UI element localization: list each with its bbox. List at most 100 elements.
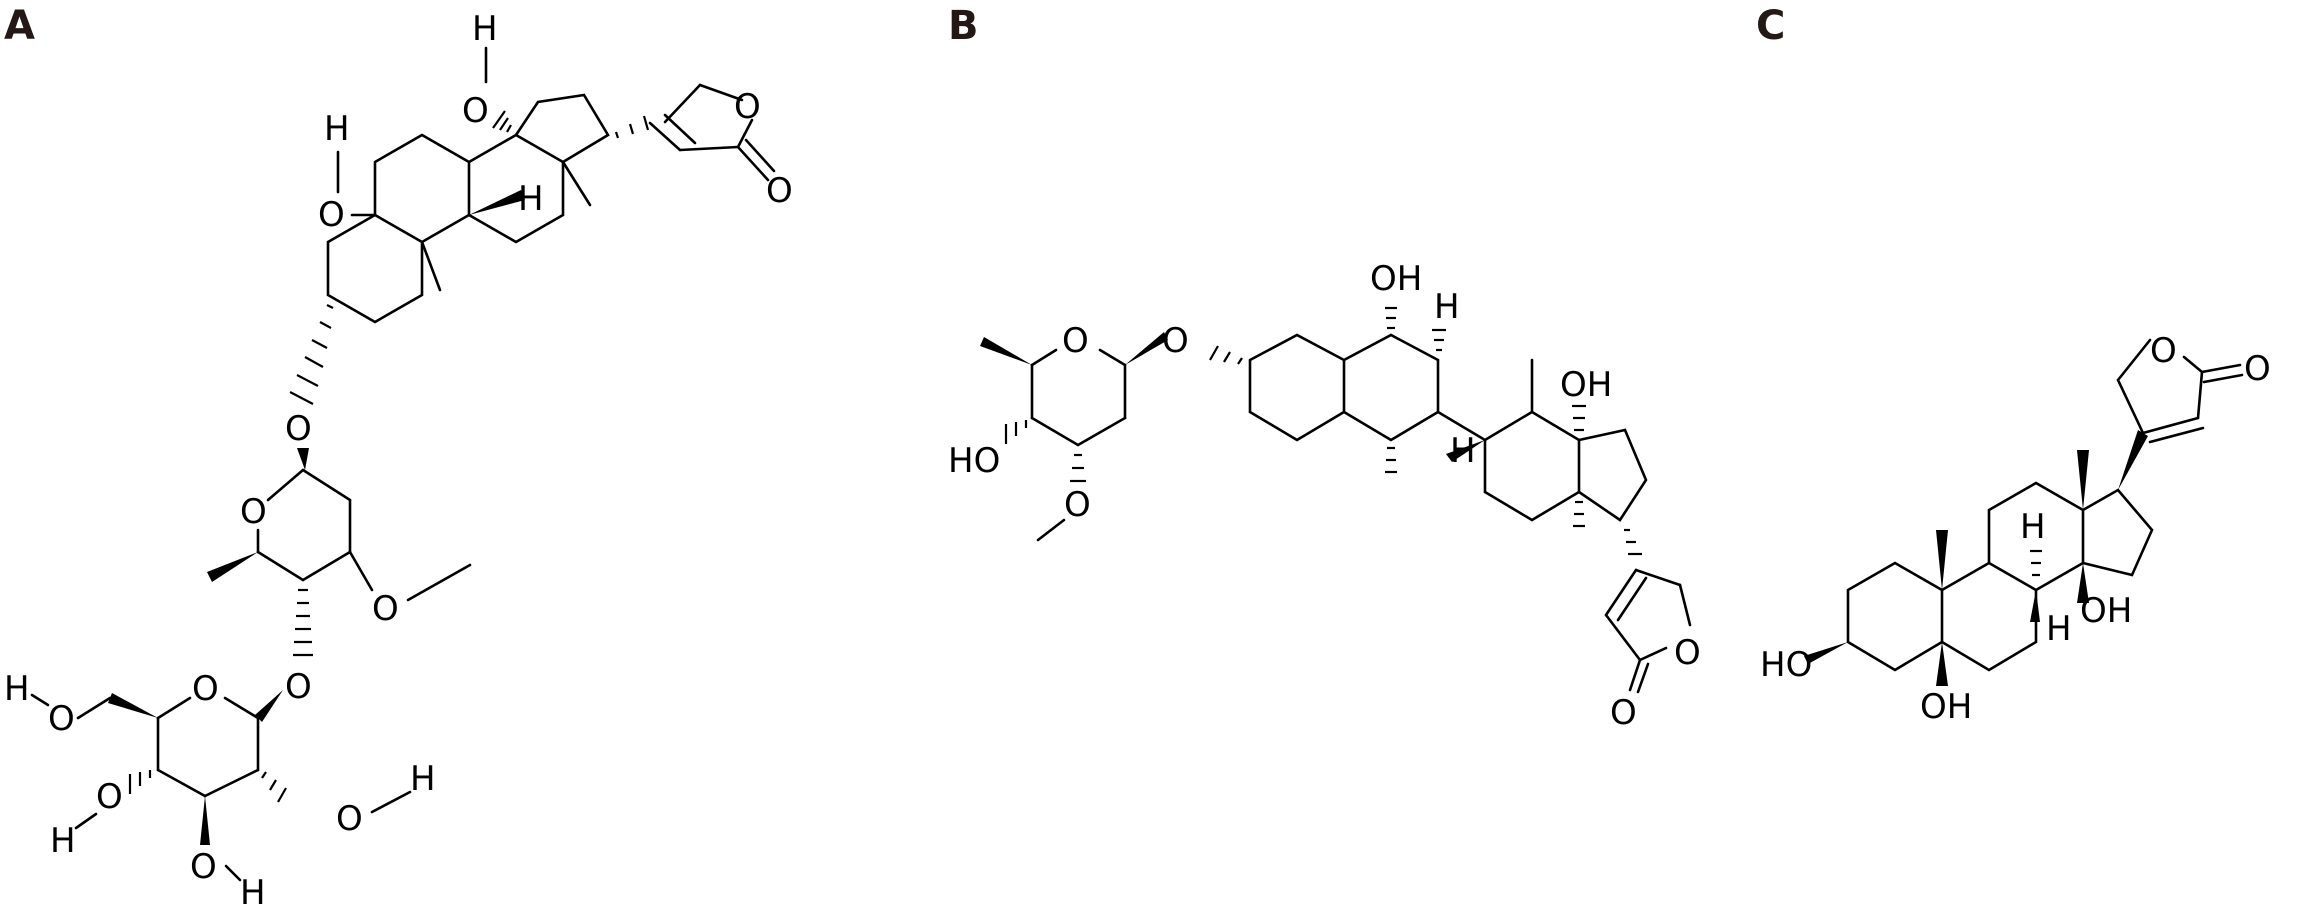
hash-c4-o	[293, 588, 313, 657]
sugar-ring-mid	[256, 468, 352, 582]
hash-c2	[261, 771, 287, 803]
hash-c3-b	[1209, 345, 1243, 365]
atom-o-link2: O	[285, 667, 312, 707]
bond-o-me	[406, 563, 472, 602]
ring-b	[373, 133, 471, 244]
atom-o-ch2: O	[48, 699, 75, 739]
wedge-methyl-sugar	[207, 552, 258, 582]
atom-lactone-o1-b: O	[1674, 633, 1701, 673]
wedge-c3-oh	[200, 796, 210, 845]
glucose-ring	[156, 696, 260, 798]
panel-label-a: A	[4, 3, 35, 49]
atom-o-c4: O	[96, 777, 123, 817]
atom-h-c4: H	[50, 821, 76, 861]
atom-o-ring3: O	[192, 669, 219, 709]
atom-h-ch2: H	[4, 669, 30, 709]
butenolide-b	[1604, 568, 1692, 694]
atom-o-link-b: O	[1162, 321, 1189, 361]
atom-o-link1: O	[285, 409, 312, 449]
panel-label-c: C	[1756, 3, 1786, 49]
ring-d-c	[2081, 488, 2154, 577]
bond-c-ome	[348, 550, 374, 592]
ring-d	[514, 93, 610, 164]
hash-c5-oh-b	[1385, 306, 1397, 330]
hash-c17-b	[1624, 528, 1642, 556]
ring-a-b	[1248, 333, 1346, 442]
atom-o2: O	[462, 91, 489, 131]
wedge-c13-me-c	[2077, 450, 2089, 510]
bond-ch2-o	[76, 696, 112, 720]
bond-o-h-c2	[370, 790, 412, 814]
wedge-glc-c1	[255, 690, 283, 722]
structure-b: O O HO O	[940, 0, 1720, 909]
hash-ho-sugar-b	[1004, 420, 1028, 444]
atom-ho-sugar-b: HO	[948, 441, 1000, 481]
atom-o-c3: O	[190, 847, 217, 887]
butenolide-c	[2116, 338, 2244, 444]
atom-lactone-o2-c: O	[2244, 349, 2271, 389]
structure-a-svg: O H O H H O O O	[4, 9, 793, 913]
atom-o-ring-b: O	[1062, 321, 1089, 361]
atom-oh5-c: OH	[1920, 687, 1972, 727]
wedge-c17-c	[2118, 430, 2148, 490]
atom-oh14-b: OH	[1560, 365, 1612, 405]
atom-h-c3: H	[240, 873, 266, 909]
wedge-h8	[469, 190, 525, 215]
hash-c14-oh-b	[1572, 404, 1586, 432]
atom-h-c2: H	[410, 759, 436, 799]
hash-c13-me-b	[1573, 500, 1585, 528]
wedge-methyl-b	[980, 337, 1032, 365]
bond-o-h-ch2	[30, 693, 50, 707]
wedge-h9-b	[1446, 440, 1485, 462]
sugar-ring-b	[1030, 348, 1127, 447]
ring-b-c	[1940, 561, 2038, 672]
wedge-c1-b	[1125, 332, 1168, 365]
atom-h3: H	[518, 179, 544, 219]
butenolide-a	[648, 83, 776, 182]
wedge-c10-me-c	[1936, 530, 1948, 590]
methyl-c10	[420, 240, 442, 292]
atom-h-r-b: H	[1434, 287, 1460, 327]
atom-lactone-o1-c: O	[2150, 331, 2177, 371]
hash-c10-me-b	[1385, 446, 1397, 474]
hash-c14-o	[492, 110, 512, 133]
structure-a: O H O H H O O O	[0, 0, 900, 913]
atom-h2: H	[472, 9, 498, 49]
bond-o-me-b	[1036, 518, 1066, 542]
atom-lactone-o2-b: O	[1610, 693, 1637, 733]
hash-c4-oh	[128, 770, 152, 794]
hash-c17	[614, 115, 650, 139]
structure-c: H HO OH OH H O O	[1740, 0, 2315, 909]
structure-c-svg: H HO OH OH H O O	[1760, 331, 2271, 727]
atom-o-meth-b: O	[1064, 485, 1091, 525]
wedge-c14-oh-c	[2077, 563, 2089, 603]
ring-b-b	[1342, 333, 1440, 442]
structure-b-svg: O O HO O	[948, 259, 1701, 733]
bond-o-h-c4	[74, 812, 98, 830]
wedge-h8-c	[2030, 590, 2040, 622]
wedge-c5-oh-c	[1936, 642, 1948, 686]
atom-oh-top-b: OH	[1370, 259, 1422, 299]
atom-h1: H	[324, 109, 350, 149]
ring-c	[467, 133, 565, 244]
ring-c-b	[1436, 358, 1581, 522]
methyl-c13	[561, 160, 592, 207]
bond-o-h-c3	[224, 864, 242, 882]
panel-label-b: B	[948, 3, 979, 49]
atom-o-c2: O	[336, 799, 363, 839]
ring-d-b	[1577, 428, 1648, 522]
atom-lactone-o2: O	[766, 171, 793, 211]
atom-h9-c: H	[2020, 507, 2046, 547]
wedge-c3-oh-c	[1804, 642, 1848, 664]
atom-o-ring2: O	[240, 492, 267, 532]
atom-ho3-c: HO	[1760, 645, 1812, 685]
hash-h8-b	[1432, 328, 1446, 352]
atom-oh14-c: OH	[2080, 591, 2132, 631]
hash-c3-o	[289, 304, 334, 405]
ring-a-c	[1846, 561, 1944, 672]
wedge-c1-sugar	[297, 448, 309, 470]
hash-ome-b	[1070, 453, 1086, 483]
atom-lactone-o1: O	[734, 87, 761, 127]
atom-h8-c: H	[2046, 609, 2072, 649]
wedge-ch2	[108, 693, 158, 718]
